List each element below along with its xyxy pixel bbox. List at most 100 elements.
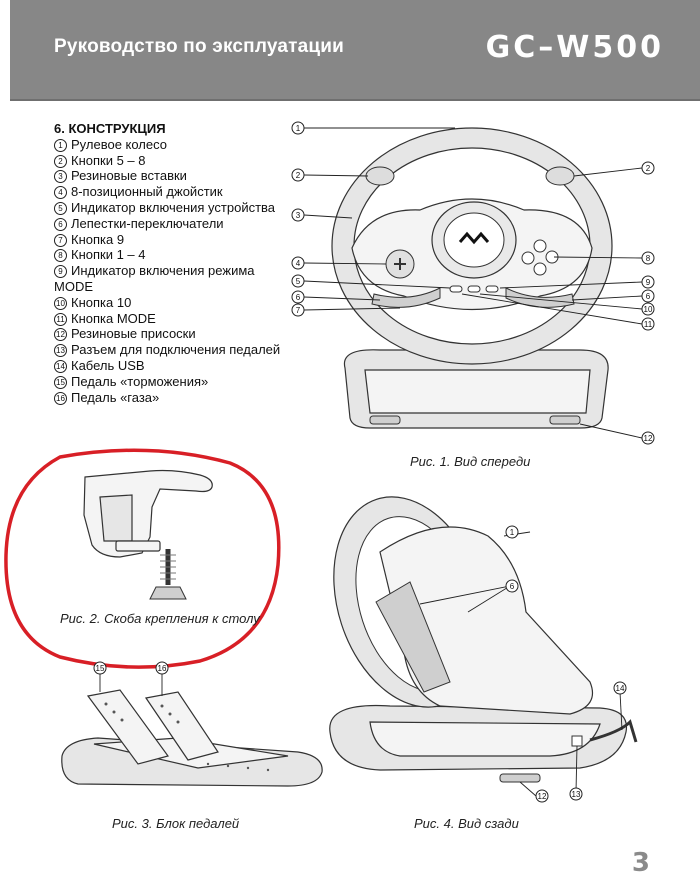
figure-3-caption: Рис. 3. Блок педалей: [112, 816, 240, 831]
item-number-badge: 1: [54, 138, 67, 152]
item-number-badge: 11: [54, 312, 67, 326]
callout-2-left: 2: [291, 168, 305, 182]
callout-15: 15: [93, 661, 107, 675]
header-title: Руководство по эксплуатации: [54, 36, 345, 57]
callout-6-rear: 6: [505, 579, 519, 593]
callout-7: 7: [291, 303, 305, 317]
spec-item: 2 Кнопки 5 – 8: [54, 153, 294, 169]
figure-table-clamp: [4, 448, 281, 669]
rear-wheel-drawing: [329, 496, 638, 783]
svg-text:1: 1: [296, 124, 301, 133]
svg-text:12: 12: [644, 434, 653, 443]
svg-text:2: 2: [296, 171, 301, 180]
item-number-badge: 14: [54, 359, 67, 373]
svg-text:6: 6: [646, 292, 651, 301]
page-header: Руководство по эксплуатации GC–W500: [10, 0, 700, 101]
svg-text:14: 14: [616, 684, 625, 693]
callout-6-left: 6: [291, 290, 305, 304]
callout-11: 11: [641, 317, 655, 331]
item-number-badge: 7: [54, 233, 67, 247]
item-number-badge: 6: [54, 217, 67, 231]
svg-text:12: 12: [538, 792, 547, 801]
svg-text:5: 5: [296, 277, 301, 286]
svg-text:2: 2: [646, 164, 651, 173]
item-label: Педаль «газа»: [71, 389, 160, 405]
callout-5: 5: [291, 274, 305, 288]
item-number-badge: 2: [54, 154, 67, 168]
callout-12-front: 12: [641, 431, 655, 445]
callout-1-rear: 1: [505, 525, 519, 539]
item-label: Рулевое колесо: [71, 136, 168, 152]
callout-14: 14: [613, 681, 627, 695]
item-label: Резиновые присоски: [71, 326, 196, 342]
item-number-badge: 15: [54, 375, 67, 389]
callout-10: 10: [641, 302, 655, 316]
construction-list: 6. КОНСТРУКЦИЯ 1 Рулевое колесо 2 Кнопки 5 …: [54, 121, 294, 405]
callout-16: 16: [155, 661, 169, 675]
front-wheel-drawing: [331, 127, 613, 429]
spec-item: 11 Кнопка MODE: [54, 311, 294, 327]
item-label: Резиновые вставки: [71, 168, 187, 184]
svg-text:13: 13: [572, 790, 581, 799]
svg-text:8: 8: [646, 254, 651, 263]
spec-item: 14 Кабель USB: [54, 358, 294, 374]
item-number-badge: 8: [54, 249, 67, 263]
svg-text:4: 4: [296, 259, 301, 268]
header-model: GC–W500: [485, 30, 664, 65]
spec-item: 10 Кнопка 10: [54, 295, 294, 311]
svg-text:9: 9: [646, 278, 651, 287]
spec-item: 6 Лепестки-переключатели: [54, 216, 294, 232]
spec-item: 8 Кнопки 1 – 4: [54, 247, 294, 263]
callout-2-right: 2: [641, 161, 655, 175]
item-label: Кнопки 5 – 8: [71, 152, 146, 168]
item-label: 8-позиционный джойстик: [71, 184, 223, 200]
spec-items: 1 Рулевое колесо 2 Кнопки 5 – 8 3 Резиновые в…: [54, 137, 294, 406]
page-number: 3: [631, 848, 650, 878]
svg-text:6: 6: [510, 582, 515, 591]
item-label: Лепестки-переключатели: [71, 215, 224, 231]
item-number-badge: 10: [54, 296, 67, 310]
svg-text:15: 15: [96, 664, 105, 673]
spec-item: 5 Индикатор включения устройства: [54, 200, 294, 216]
item-label: Кнопки 1 – 4: [71, 247, 146, 263]
item-label: Педаль «торможения»: [71, 373, 209, 389]
svg-text:10: 10: [644, 305, 653, 314]
callout-9: 9: [641, 275, 655, 289]
red-annotation-outline: [4, 448, 281, 669]
callout-6-right: 6: [641, 289, 655, 303]
section-title: 6. КОНСТРУКЦИЯ: [54, 121, 166, 136]
svg-text:1: 1: [510, 528, 515, 537]
item-number-badge: 12: [54, 328, 67, 342]
spec-item: 1 Рулевое колесо: [54, 137, 294, 153]
item-label: Разъем для подключения педалей: [71, 342, 281, 358]
spec-item: 3 Резиновые вставки: [54, 168, 294, 184]
item-label: Кнопка 10: [71, 294, 132, 310]
item-label: Кнопка MODE: [71, 310, 156, 326]
item-label: Индикатор включения устройства: [71, 199, 276, 215]
pedal-drawing: [61, 689, 323, 787]
figure-front-view: 1 2 2 3 4 8 5 6 7 9 6 10 11 12: [291, 121, 655, 445]
item-number-badge: 16: [54, 391, 67, 405]
figure-pedal-block: 15 16: [61, 661, 323, 787]
item-number-badge: 9: [54, 265, 67, 279]
svg-text:16: 16: [158, 664, 167, 673]
item-number-badge: 5: [54, 201, 67, 215]
callout-4: 4: [291, 256, 305, 270]
callout-13: 13: [569, 787, 583, 801]
callout-3: 3: [291, 208, 305, 222]
figure-rear-view: 1 6 14 13 12: [329, 496, 638, 803]
item-number-badge: 3: [54, 170, 67, 184]
item-label: Кабель USB: [71, 357, 145, 373]
svg-text:7: 7: [296, 306, 301, 315]
callout-8: 8: [641, 251, 655, 265]
item-number-badge: 4: [54, 186, 67, 200]
svg-text:11: 11: [644, 320, 653, 329]
figure-2-caption: Рис. 2. Скоба крепления к столу: [60, 611, 260, 626]
callout-1: 1: [291, 121, 305, 135]
spec-item: 15 Педаль «торможения»: [54, 374, 294, 390]
spec-item: 12 Резиновые присоски: [54, 326, 294, 342]
callout-12-rear: 12: [535, 789, 549, 803]
svg-text:3: 3: [296, 211, 301, 220]
